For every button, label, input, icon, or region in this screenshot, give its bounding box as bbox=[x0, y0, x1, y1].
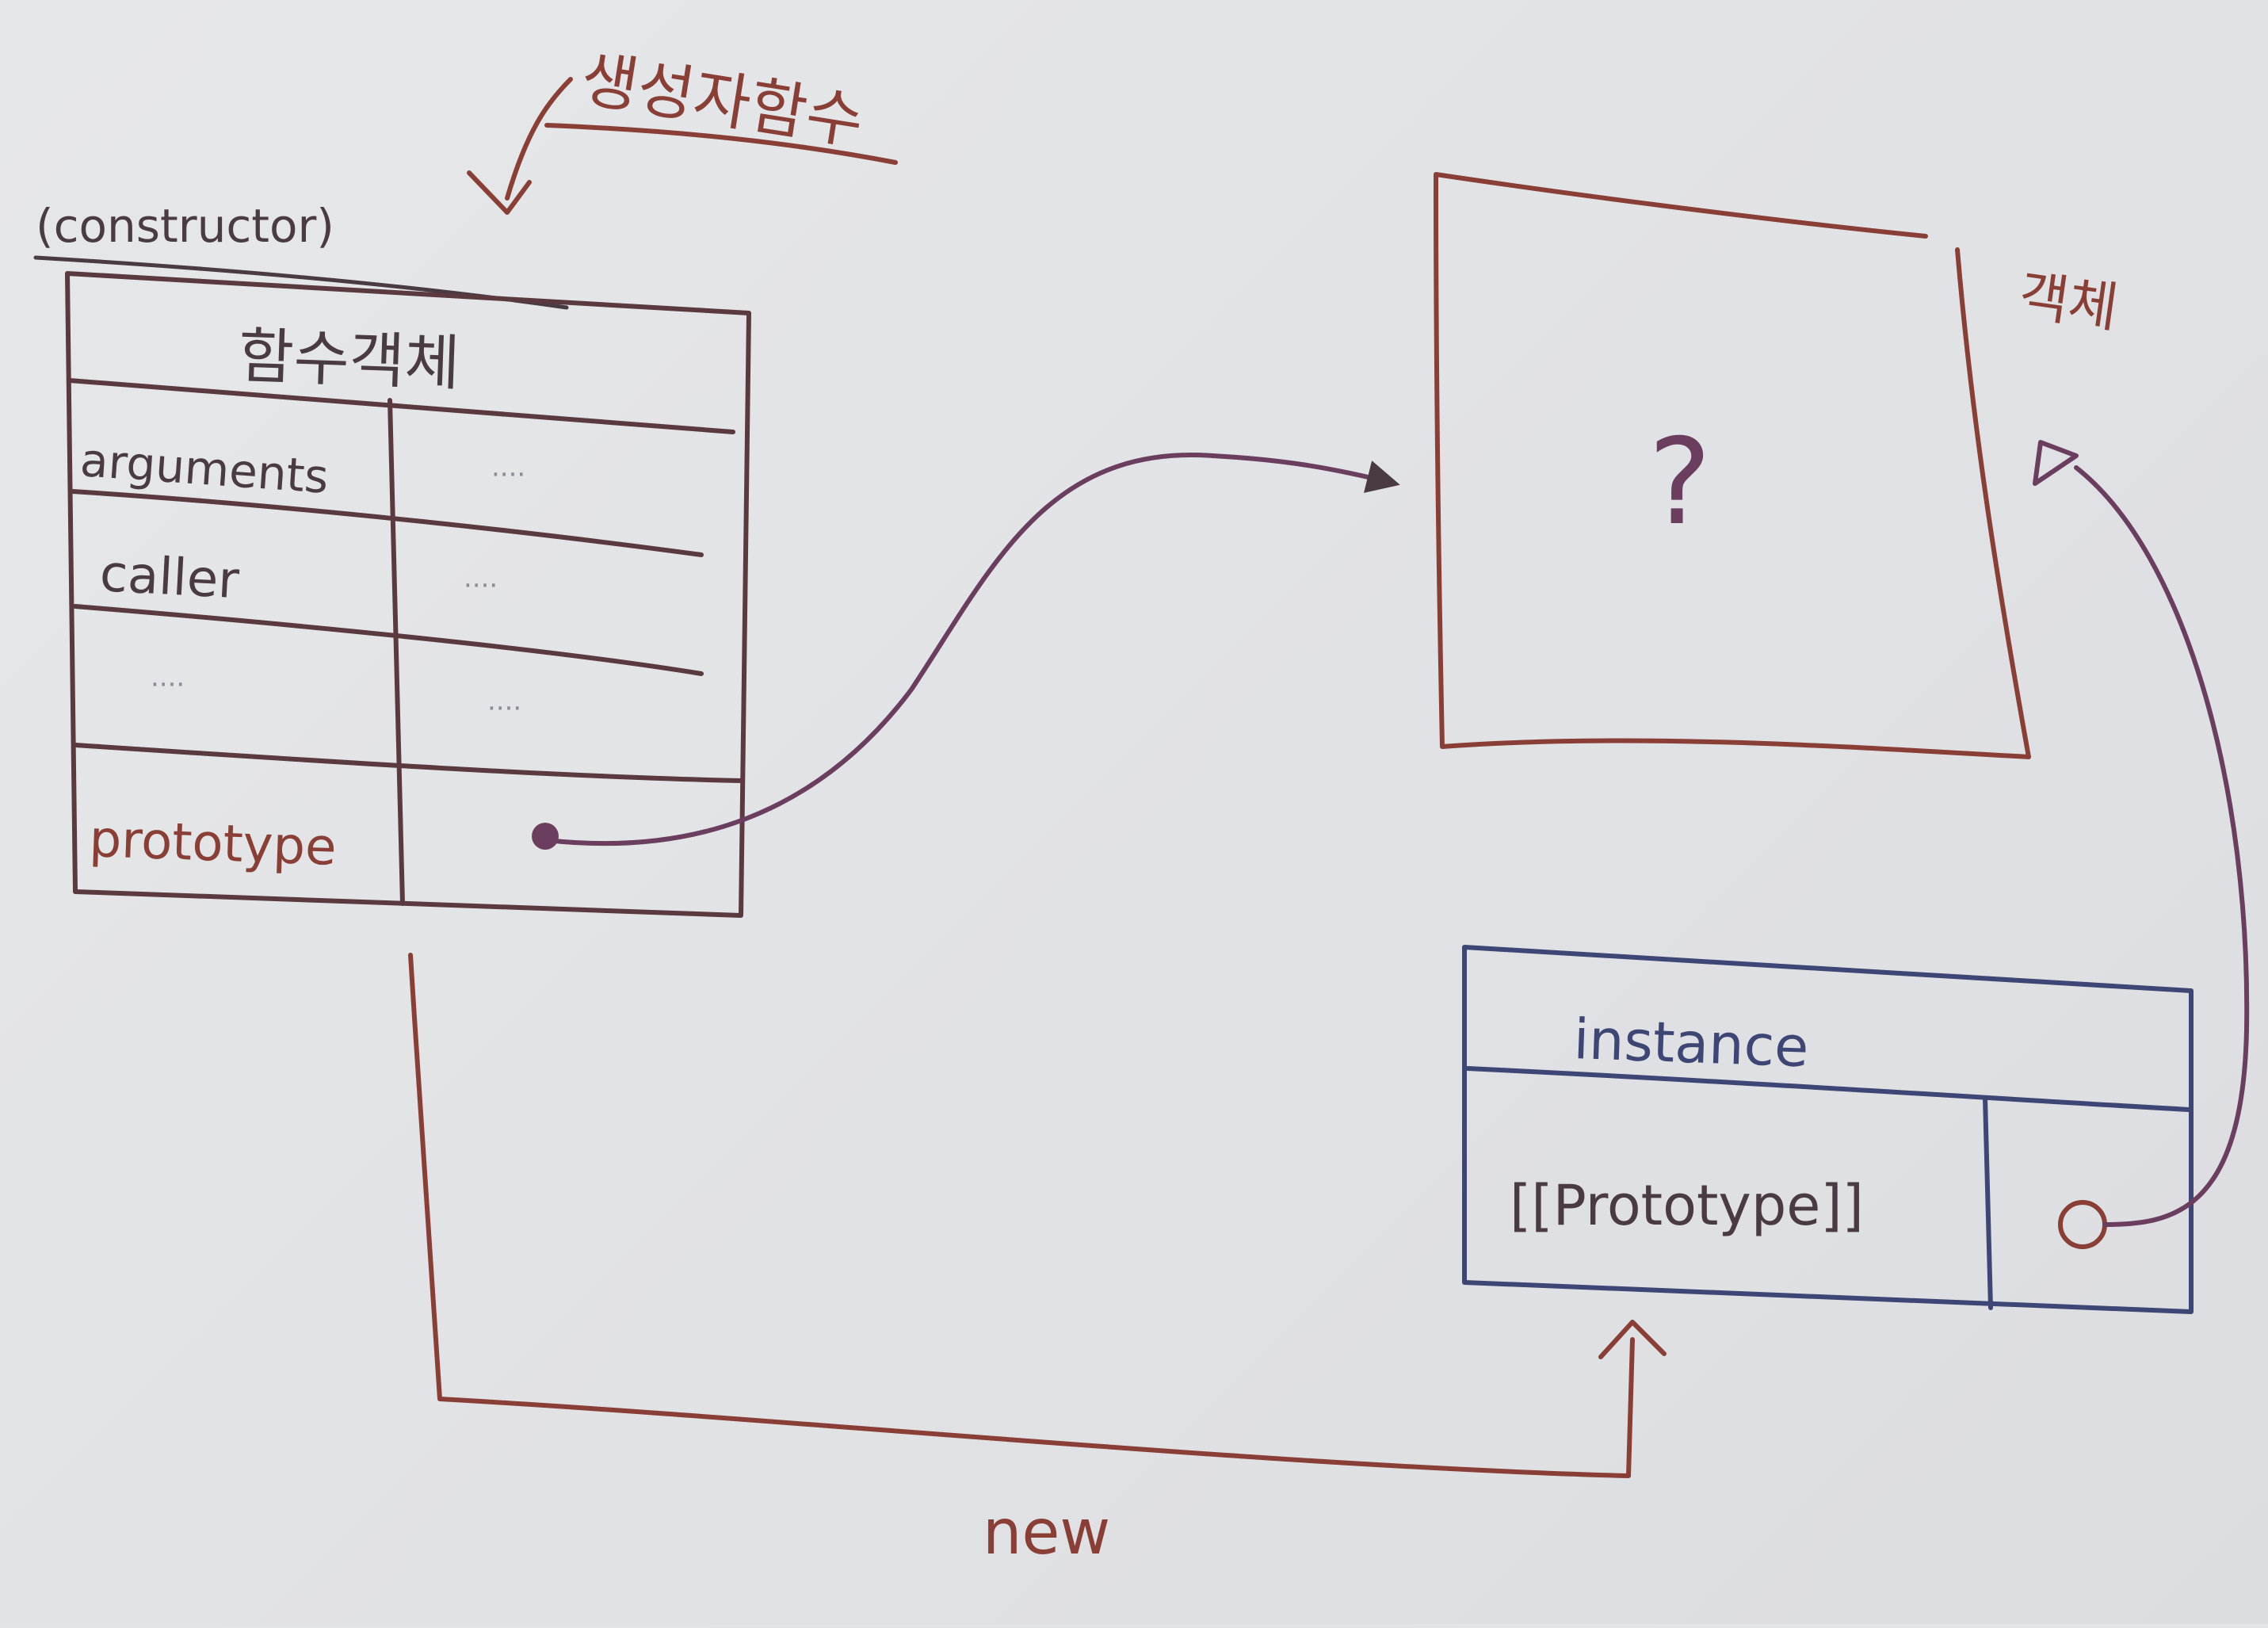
instance-header-divider bbox=[1465, 1066, 2191, 1112]
row-divider-3 bbox=[73, 743, 743, 783]
row-key-caller: caller bbox=[98, 545, 241, 610]
row-divider-1 bbox=[71, 489, 704, 557]
instance-column-divider bbox=[1983, 1095, 1993, 1310]
instance-prototype-edge-arrowhead bbox=[2033, 440, 2079, 486]
new-edge: new bbox=[408, 953, 1667, 1569]
instance-frame bbox=[1462, 945, 2194, 1314]
prototype-object-box bbox=[1434, 172, 2031, 759]
prototype-object-label: 객체 bbox=[2015, 265, 2122, 341]
row-value-arguments: ···· bbox=[491, 459, 525, 491]
function-object-frame bbox=[65, 271, 751, 918]
constructor-underline bbox=[544, 123, 898, 165]
row-key-ellipsis: ···· bbox=[151, 669, 185, 701]
prototype-reference-edge bbox=[544, 453, 1400, 846]
instance-object: instance [[Prototype]] bbox=[1462, 945, 2194, 1314]
row-value-caller: ···· bbox=[464, 570, 498, 602]
prototype-object: ? 객체 bbox=[1434, 172, 2122, 759]
constructor-parenthetical-label: (constructor) bbox=[36, 199, 334, 253]
new-edge-label: new bbox=[983, 1497, 1110, 1569]
instance-prototype-pointer bbox=[2058, 1200, 2107, 1249]
instance-prototype-slot-key: [[Prototype]] bbox=[1510, 1173, 1864, 1238]
prototype-object-content: ? bbox=[1648, 414, 1712, 552]
instance-prototype-edge bbox=[2074, 465, 2250, 1227]
row-key-prototype: prototype bbox=[88, 810, 337, 877]
row-divider-header bbox=[67, 378, 735, 434]
constructor-function-label: 생성자함수 bbox=[576, 44, 868, 159]
instance-title: instance bbox=[1572, 1007, 1809, 1080]
function-object-title: 함수객체 bbox=[237, 320, 461, 399]
row-value-ellipsis: ···· bbox=[487, 693, 521, 724]
prototype-pointer-dot bbox=[532, 823, 559, 850]
constructor-pointer-arrowhead bbox=[467, 170, 532, 215]
constructor-pointer-curve bbox=[505, 77, 573, 201]
function-object-table: 함수객체 arguments ···· caller ···· ···· ···… bbox=[65, 271, 751, 918]
row-divider-2 bbox=[73, 604, 704, 676]
constructor-annotation: 생성자함수 (constructor) bbox=[33, 44, 898, 310]
new-edge-line bbox=[408, 953, 1635, 1478]
column-divider bbox=[388, 398, 405, 906]
new-edge-arrowhead bbox=[1598, 1320, 1667, 1359]
